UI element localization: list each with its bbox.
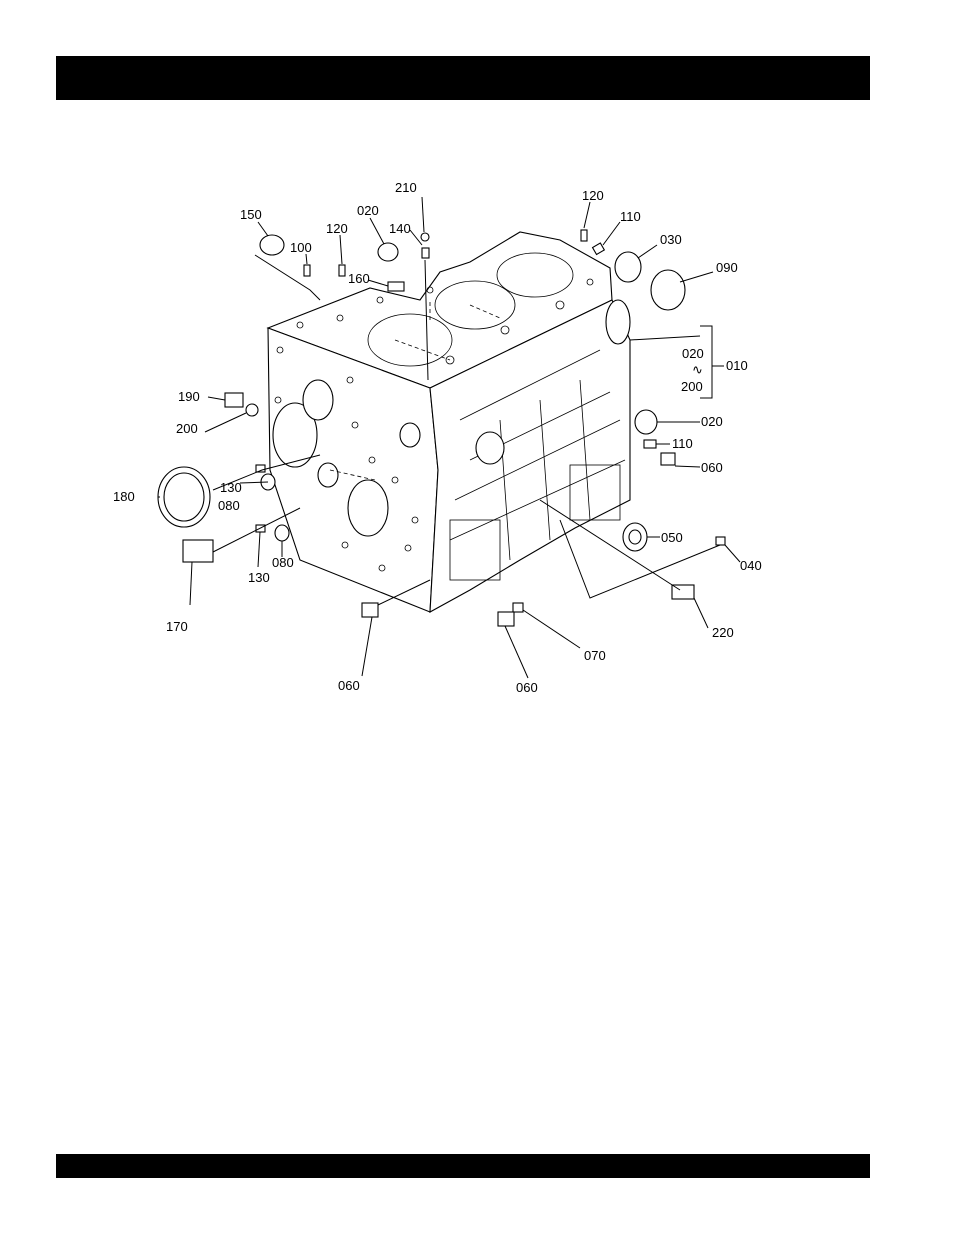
callout-060-bottom-right: 060 (516, 680, 538, 695)
callout-200-group: 200 (681, 379, 703, 394)
callout-110-right: 110 (672, 436, 693, 451)
callout-180: 180 (113, 489, 135, 504)
callout-120-right: 120 (582, 188, 604, 203)
callout-020-right: 020 (701, 414, 723, 429)
callout-160: 160 (348, 271, 370, 286)
callout-060-bottom-left: 060 (338, 678, 360, 693)
callout-080-lower: 080 (272, 555, 294, 570)
callout-090: 090 (716, 260, 738, 275)
callout-110-top: 110 (620, 209, 641, 224)
callout-130-lower: 130 (248, 570, 270, 585)
callout-150: 150 (240, 207, 262, 222)
callout-020-top: 020 (357, 203, 379, 218)
callout-100: 100 (290, 240, 312, 255)
callout-050: 050 (661, 530, 683, 545)
callout-220: 220 (712, 625, 734, 640)
footer-bar (56, 1154, 870, 1178)
callout-170: 170 (166, 619, 188, 634)
callout-200-left: 200 (176, 421, 198, 436)
cylinder-block (268, 232, 630, 612)
callout-120-left: 120 (326, 221, 348, 236)
callout-140: 140 (389, 221, 411, 236)
callout-080-upper: 080 (218, 498, 240, 513)
callout-040: 040 (740, 558, 762, 573)
callout-030: 030 (660, 232, 682, 247)
callout-210: 210 (395, 180, 417, 195)
callout-tilde: ∿ (692, 362, 703, 377)
callout-010: 010 (726, 358, 748, 373)
callout-130-upper: 130 (220, 480, 242, 495)
callout-060-right: 060 (701, 460, 723, 475)
callout-070: 070 (584, 648, 606, 663)
callout-020-group: 020 (682, 346, 704, 361)
callout-190: 190 (178, 389, 200, 404)
